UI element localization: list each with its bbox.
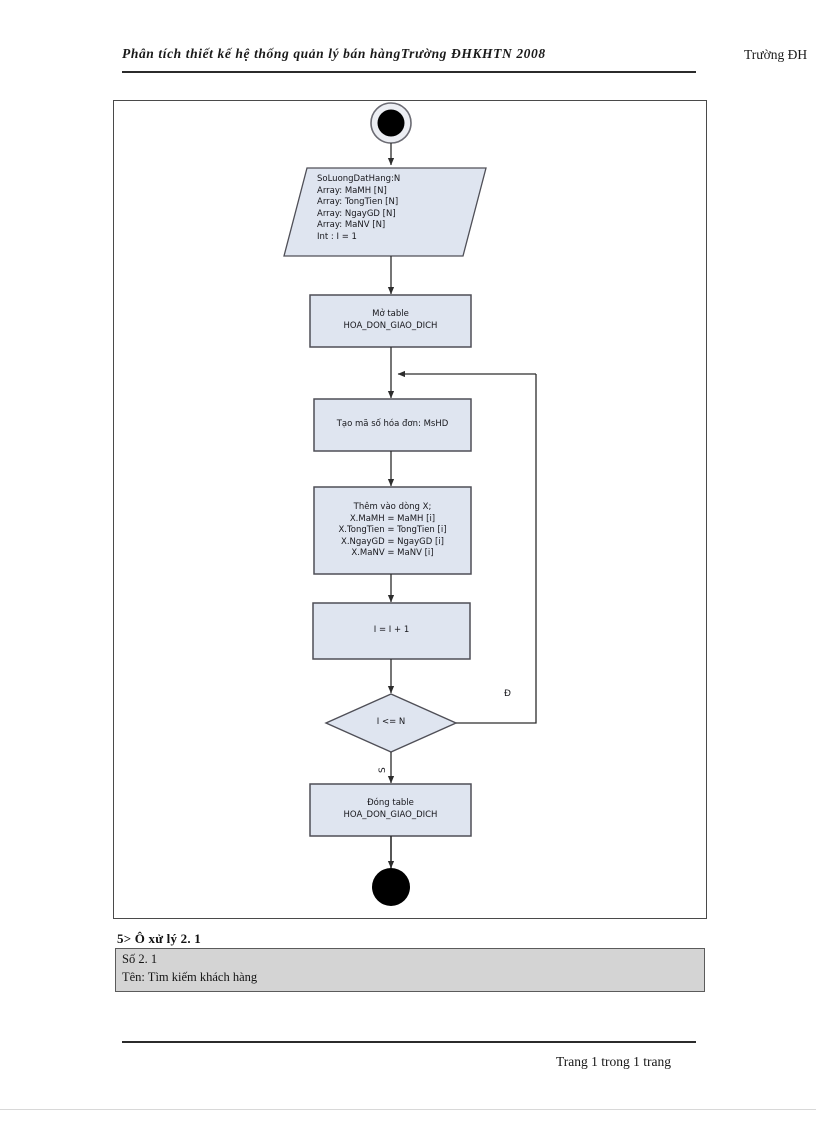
connector-decision-true [456,374,537,724]
info-row-number: Số 2. 1 [122,952,158,966]
append-row-node-shape [313,486,472,575]
footer-page-indicator: Trang 1 trong 1 trang [556,1054,671,1069]
footer-divider [122,1041,696,1043]
end-node [372,868,410,906]
close-table-node-shape [309,783,472,837]
decision-node-shape [324,693,458,753]
section-heading: 5> Ô xử lý 2. 1 [117,931,201,946]
process-info-table: Số 2. 1 Tên: Tìm kiếm khách hàng [115,948,705,992]
flowchart-canvas: SoLuongDatHang:N Array: MaMH [N] Array: … [114,101,706,918]
increment-node-shape [312,602,471,660]
branch-label-false: S [378,767,388,773]
page-bottom-edge [0,1109,816,1110]
header-title-left: Phân tích thiết kế hệ thống quản lý bán … [122,46,546,61]
header-title-right: Trường ĐH [744,47,808,62]
start-node [377,109,405,137]
declare-node-shape [283,167,487,257]
gen-invoice-node-shape [313,398,472,452]
info-row-name: Tên: Tìm kiếm khách hàng [122,970,258,984]
flowchart-svg [283,102,537,906]
branch-label-true: Đ [504,689,511,699]
open-table-node-shape [309,294,472,348]
header-divider [122,71,696,73]
document-header: Phân tích thiết kế hệ thống quản lý bán … [0,46,816,80]
flowchart-frame: SoLuongDatHang:N Array: MaMH [N] Array: … [113,100,707,919]
